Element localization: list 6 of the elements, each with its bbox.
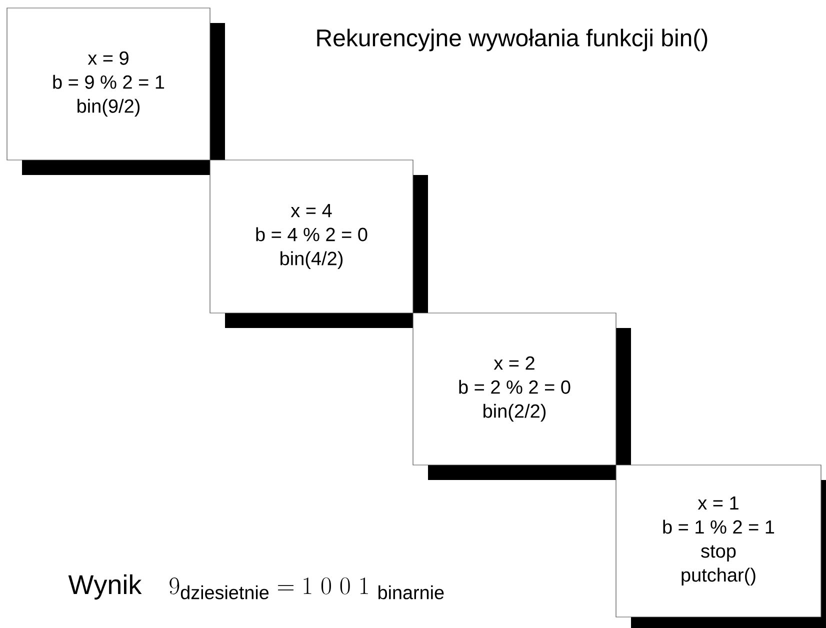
title: Rekurencyjne wywołania funkcji bin() xyxy=(317,28,708,52)
process-box: x = 1 b = 1 % 2 = 1 stop putchar() xyxy=(616,464,826,628)
process-box: x = 4 b = 4 % 2 = 0 bin(4/2) xyxy=(210,160,428,328)
result-text: $\mathrm{Wynik}\quad 9_{\mathrm{dziesietnie}} = 1\ 0\ 0\ 1\ {}_{\mathrm{binarnie}}$ xyxy=(68,574,444,600)
process-box: x = 9 b = 9 % 2 = 1 bin(9/2) xyxy=(6,8,225,175)
process-box: x = 2 b = 2 % 2 = 0 bin(2/2) xyxy=(412,312,631,480)
